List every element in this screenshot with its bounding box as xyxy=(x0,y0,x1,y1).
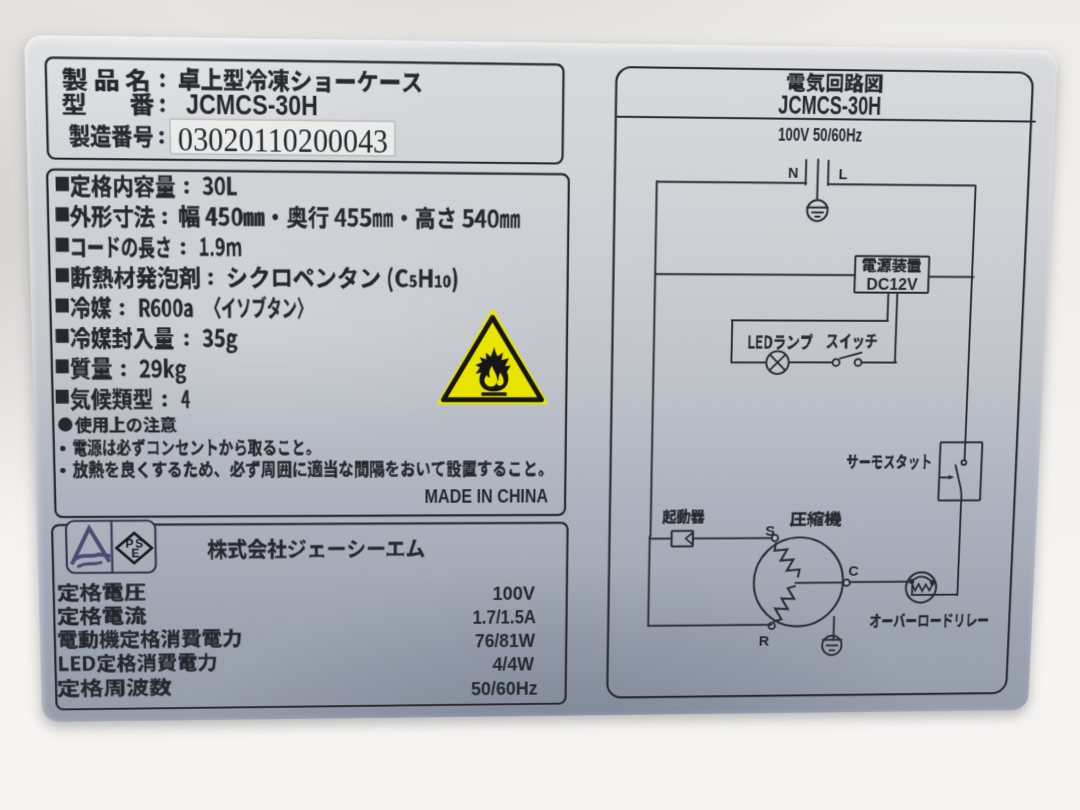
svg-text:R: R xyxy=(758,634,769,649)
svg-text:E: E xyxy=(131,547,139,560)
svg-text:4/4W: 4/4W xyxy=(492,653,534,675)
svg-text:100V: 100V xyxy=(492,582,535,604)
svg-text:50/60Hz: 50/60Hz xyxy=(471,678,538,700)
svg-text:100V 50/60Hz: 100V 50/60Hz xyxy=(778,125,863,146)
svg-text:JCMCS-30H: JCMCS-30H xyxy=(778,90,882,120)
svg-text:S: S xyxy=(765,524,775,539)
svg-text:MADE IN CHINA: MADE IN CHINA xyxy=(425,484,549,507)
svg-text:76/81W: 76/81W xyxy=(475,629,536,651)
svg-text:PS: PS xyxy=(125,537,144,550)
svg-text:C: C xyxy=(848,564,859,579)
svg-text:N: N xyxy=(788,166,799,182)
svg-text:03020110200043: 03020110200043 xyxy=(178,121,388,160)
svg-text:1.7/1.5A: 1.7/1.5A xyxy=(472,606,536,628)
svg-text:DC12V: DC12V xyxy=(866,275,918,294)
svg-text:JCMCS-30H: JCMCS-30H xyxy=(186,89,318,122)
svg-text:L: L xyxy=(838,167,847,183)
